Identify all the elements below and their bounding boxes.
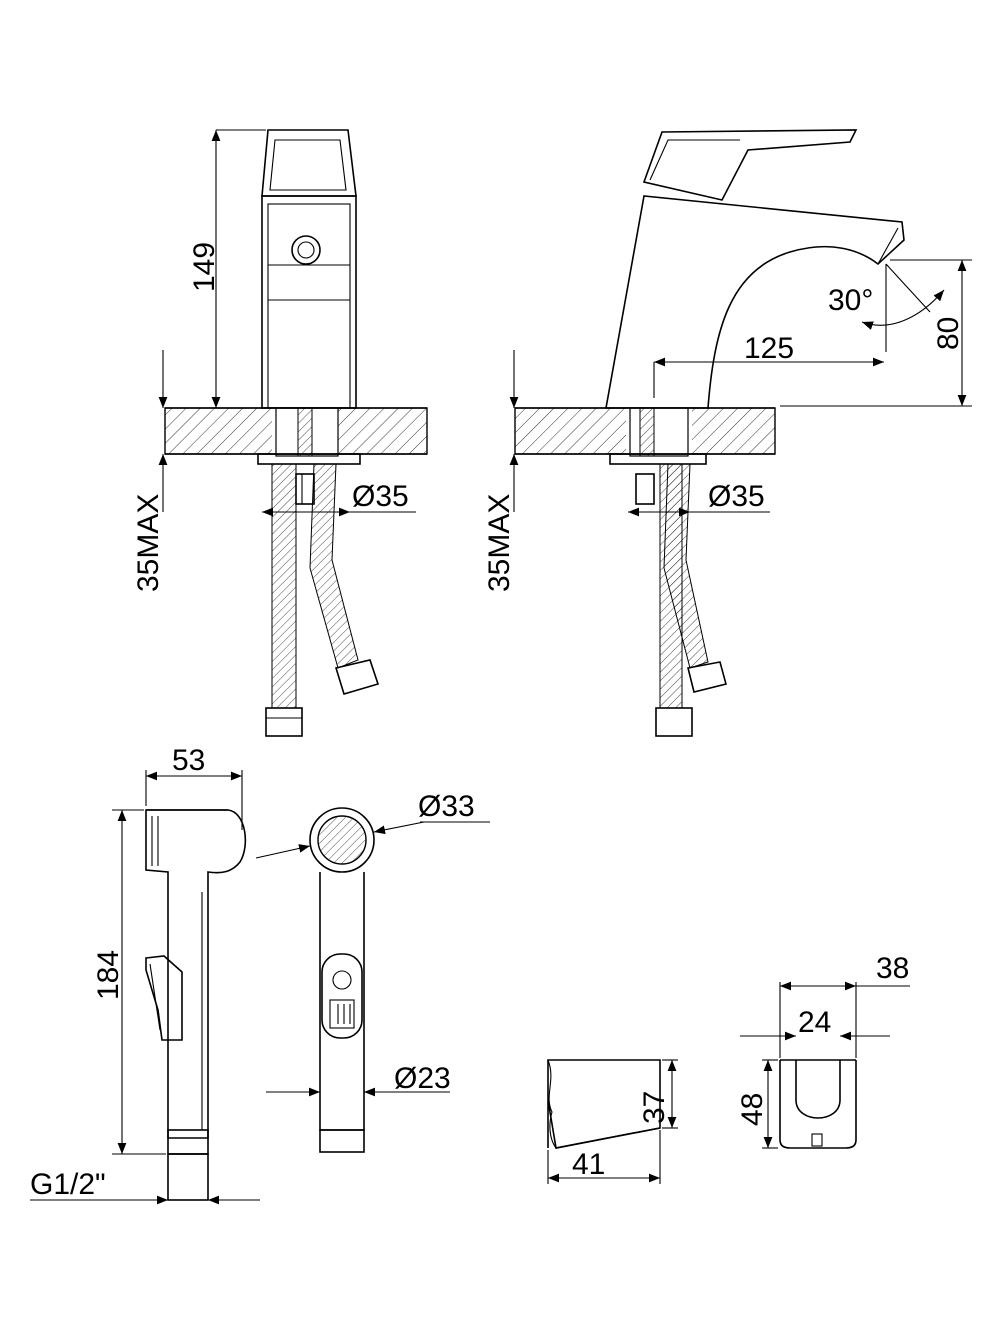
dim-holder-height: 37 bbox=[638, 1091, 671, 1124]
dim-head-width: 53 bbox=[172, 744, 205, 777]
dim-holder-width-outer: 38 bbox=[876, 952, 909, 985]
dim-swivel-angle: 30° bbox=[828, 284, 873, 317]
dim-faucet-height: 149 bbox=[188, 242, 221, 292]
dim-thread: G1/2" bbox=[30, 1168, 106, 1201]
dim-hole-diameter-right: Ø35 bbox=[708, 480, 765, 513]
faucet-side-view bbox=[509, 129, 972, 737]
holder-front-view bbox=[740, 981, 910, 1149]
dim-holder-width-inner: 24 bbox=[798, 1006, 831, 1039]
dim-hole-diameter-left: Ø35 bbox=[352, 480, 409, 513]
hand-shower-front-view bbox=[255, 807, 490, 1153]
faucet-front-view bbox=[158, 129, 428, 737]
holder-side-view bbox=[547, 1059, 678, 1184]
dim-max-thickness-left: 35MAX bbox=[132, 494, 165, 592]
dim-shower-length: 184 bbox=[92, 950, 125, 1000]
dim-max-thickness-right: 35MAX bbox=[483, 494, 516, 592]
dim-spout-reach: 125 bbox=[744, 332, 794, 365]
dim-handle-diameter: Ø23 bbox=[394, 1062, 451, 1095]
dim-holder-depth: 41 bbox=[572, 1148, 605, 1181]
hand-shower-side-view bbox=[30, 770, 260, 1205]
dim-head-diameter: Ø33 bbox=[418, 790, 475, 823]
dim-spout-height: 80 bbox=[932, 317, 965, 350]
dim-holder-height-front: 48 bbox=[736, 1093, 769, 1126]
